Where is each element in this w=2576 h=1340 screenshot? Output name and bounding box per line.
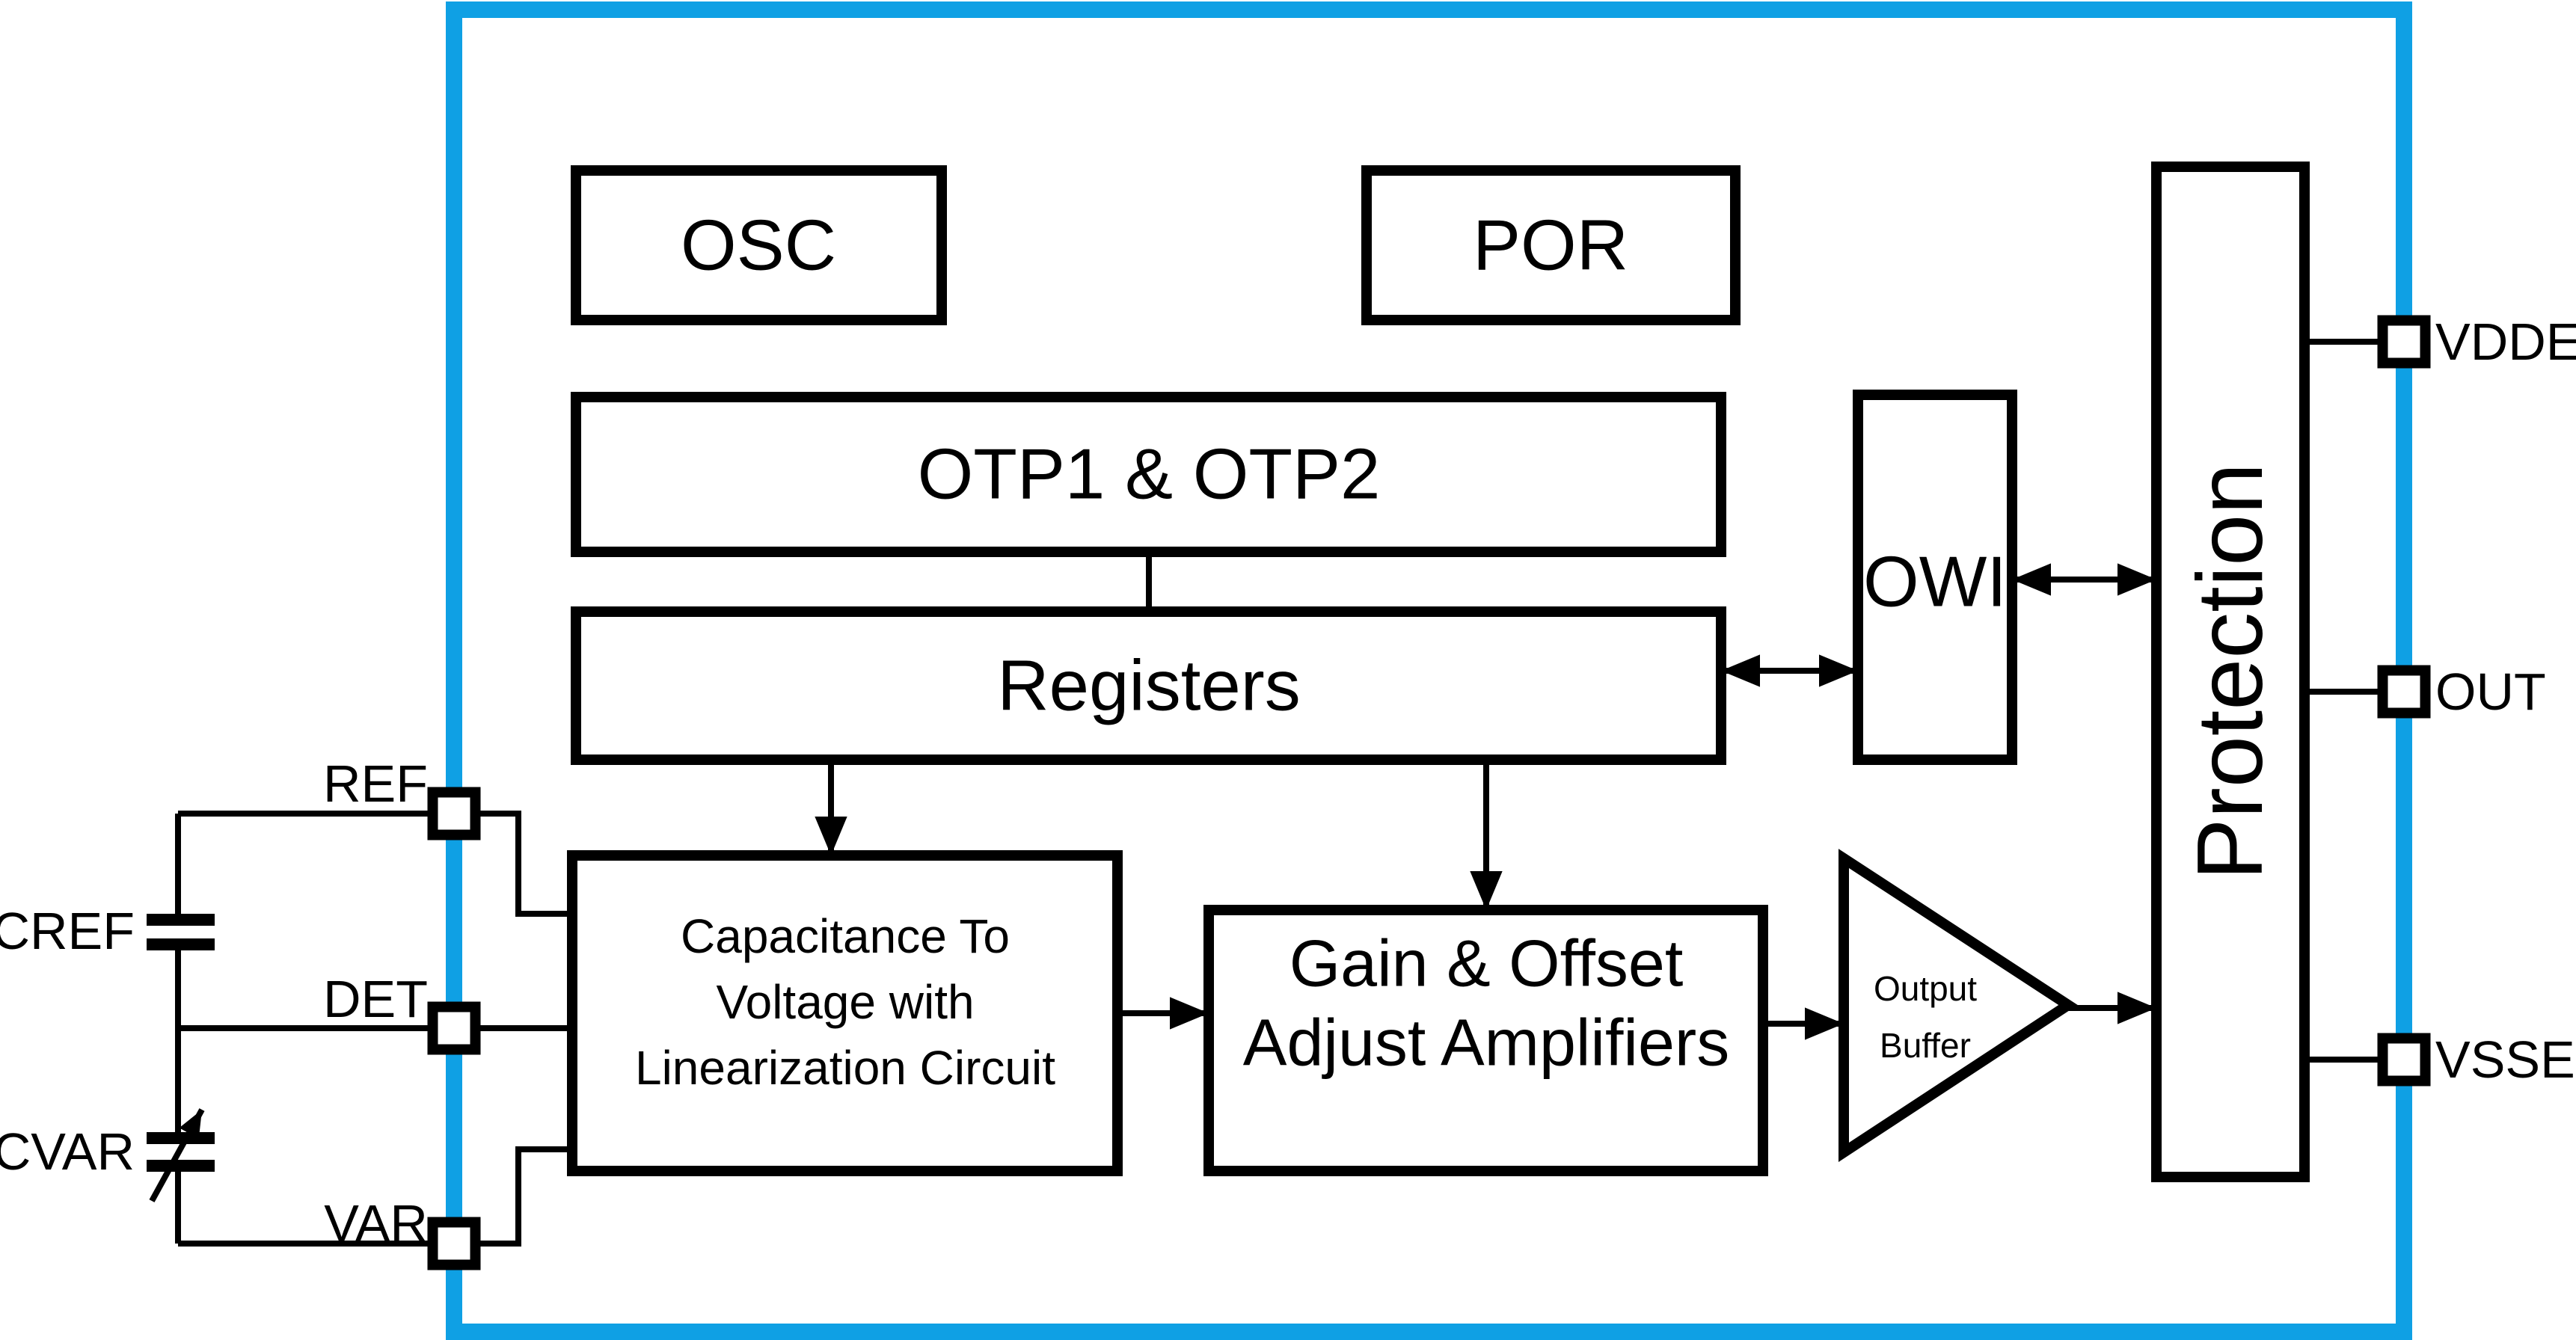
registers-label: Registers: [997, 646, 1300, 726]
osc-label: OSC: [681, 206, 836, 286]
var-wire: [178, 1146, 572, 1247]
gain-offset-block: [1203, 905, 1768, 1176]
cref-label: CREF: [0, 902, 135, 960]
c2v-block: [567, 850, 1123, 1176]
por-label: POR: [1473, 206, 1628, 286]
vdde-pin-label: VDDE: [2435, 313, 2576, 371]
gain-label-line1: Gain & Offset: [1289, 926, 1684, 1001]
otp-label: OTP1 & OTP2: [918, 434, 1381, 514]
output-buffer-triangle: [1839, 849, 2078, 1162]
var-pin-label: VAR: [324, 1194, 428, 1253]
protection-label: Protection: [2179, 463, 2282, 880]
vsse-pin-label: VSSE: [2435, 1030, 2575, 1089]
gain-label-line2: Adjust Amplifiers: [1243, 1006, 1729, 1080]
ref-wire: [178, 811, 572, 917]
ref-pin-square: [427, 787, 481, 840]
osc-block: [571, 165, 947, 325]
otp-block: [571, 392, 1726, 557]
cref-capacitor-icon: [147, 914, 215, 950]
buffer-label-line1: Output: [1874, 969, 1977, 1008]
protection-block: [2151, 162, 2310, 1182]
det-pin-square: [427, 1001, 481, 1055]
vsse-pin-square: [2377, 1033, 2431, 1087]
c2v-label-line3: Linearization Circuit: [635, 1041, 1055, 1095]
ref-pin-label: REF: [323, 754, 428, 813]
por-block: [1361, 165, 1741, 325]
out-pin-label: OUT: [2435, 663, 2546, 721]
c2v-label-line2: Voltage with: [716, 975, 974, 1029]
registers-block: [571, 606, 1726, 765]
cvar-variable-capacitor-icon: [147, 1108, 215, 1202]
out-pin-square: [2377, 665, 2431, 719]
buffer-label-line2: Buffer: [1880, 1026, 1971, 1065]
vdde-pin-square: [2377, 315, 2431, 369]
det-pin-label: DET: [323, 970, 428, 1028]
owi-block: [1853, 390, 2017, 765]
var-pin-square: [427, 1217, 481, 1270]
cvar-label: CVAR: [0, 1122, 135, 1181]
owi-label: OWI: [1863, 542, 2007, 622]
c2v-label-line1: Capacitance To: [681, 909, 1010, 963]
